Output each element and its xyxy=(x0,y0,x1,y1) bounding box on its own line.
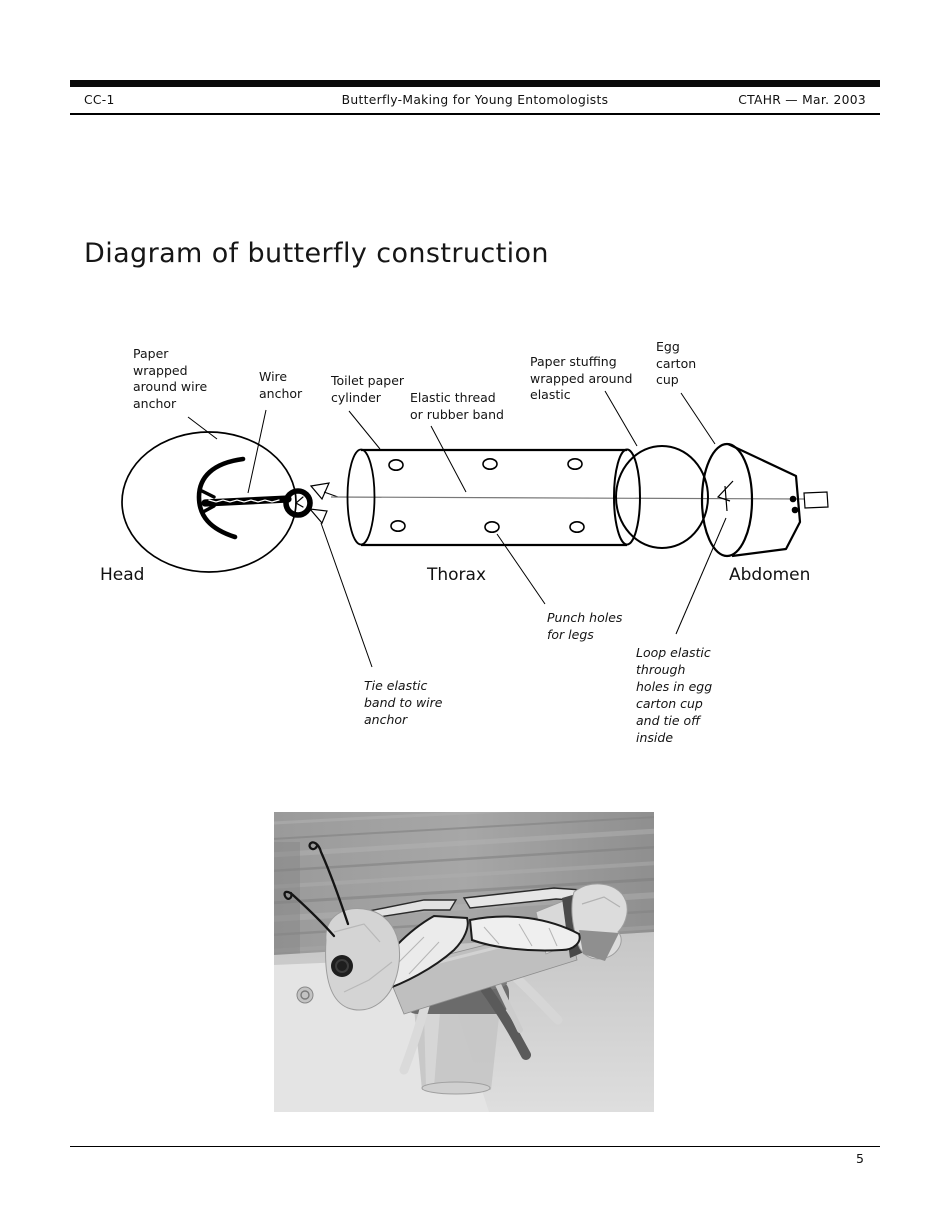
egg-carton-cup-drawing xyxy=(700,442,802,558)
label-egg-carton: Egg carton cup xyxy=(656,339,697,387)
butterfly-model-photo xyxy=(274,812,654,1112)
note-tie-elastic: Tie elastic band to wire anchor xyxy=(364,678,443,727)
leader-lines xyxy=(187,390,727,668)
header-doc-code: CC-1 xyxy=(84,93,115,107)
footer-rule xyxy=(70,1146,880,1147)
part-label-abdomen: Abdomen xyxy=(729,565,811,585)
model-antennae xyxy=(283,841,350,938)
note-loop-elastic: Loop elastic through holes in egg carton… xyxy=(636,645,713,745)
page-number: 5 xyxy=(856,1151,864,1166)
model-head xyxy=(325,908,400,1011)
wire-anchor-drawing xyxy=(196,456,313,540)
part-label-head: Head xyxy=(100,565,145,585)
header-doc-source: CTAHR — Mar. 2003 xyxy=(738,93,866,107)
page-title: Diagram of butterfly construction xyxy=(84,238,549,269)
model-eye xyxy=(331,955,353,977)
label-paper-stuffing: Paper stuffing wrapped around elastic xyxy=(530,354,633,402)
label-elastic-thread: Elastic thread or rubber band xyxy=(410,390,504,422)
paper-stuffing-ball xyxy=(615,445,709,549)
label-toilet-paper: Toilet paper cylinder xyxy=(331,373,405,405)
header-rule-thick xyxy=(70,80,880,87)
push-pin xyxy=(296,986,314,1004)
header-doc-title: Butterfly-Making for Young Entomologists xyxy=(341,93,609,107)
head-circle xyxy=(121,431,297,573)
toilet-paper-cylinder xyxy=(346,448,641,547)
header-rule-thin xyxy=(70,113,880,115)
label-wire-anchor: Wire anchor xyxy=(259,369,303,401)
elastic-thread-line xyxy=(330,491,829,509)
part-label-thorax: Thorax xyxy=(427,565,487,585)
leg-holes xyxy=(388,457,585,533)
elastic-tie-triangles xyxy=(308,482,339,525)
note-punch-holes: Punch holes for legs xyxy=(547,610,623,642)
label-paper-wrapped: Paper wrapped around wire anchor xyxy=(133,346,208,411)
